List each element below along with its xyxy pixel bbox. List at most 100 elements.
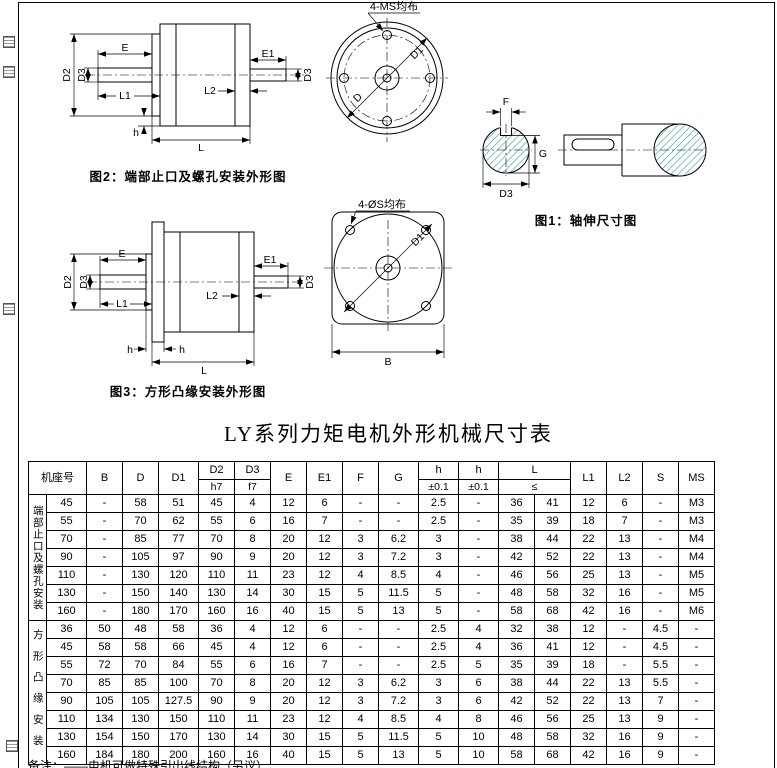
dimension-cell: 42 [570, 602, 607, 621]
dimension-cell: - [678, 674, 715, 693]
dimension-cell: 7 [606, 512, 643, 531]
dimension-cell: 14 [234, 728, 271, 747]
dimension-cell: - [678, 656, 715, 675]
dimension-cell: M5 [678, 584, 715, 603]
figure2-side-view-drawing: D2 D3 E L1 L2 h L E1 D3 [61, 23, 314, 154]
column-header: E [270, 461, 307, 495]
dimension-cell: 12 [270, 620, 307, 639]
dimension-cell: 30 [270, 584, 307, 603]
dimension-cell: 5 [458, 656, 499, 675]
dimension-cell: 15 [306, 728, 343, 747]
dimension-cell: M3 [678, 494, 715, 513]
dimension-cell: - [606, 638, 643, 657]
dimension-cell: - [642, 530, 679, 549]
dimension-cell: 2.5 [418, 494, 459, 513]
dim-label-E1: E1 [262, 48, 275, 60]
figure2-front-view-drawing: 4-MS均布 D1 D [326, 0, 448, 142]
dimension-cell: 23 [270, 710, 307, 729]
dimension-cell: 3 [418, 692, 459, 711]
dimension-cell: 39 [534, 656, 571, 675]
dim-label-h: h [127, 344, 133, 356]
frame-size-cell: 110 [46, 566, 87, 585]
dimension-cell: 40 [270, 602, 307, 621]
dimension-cell: 39 [534, 512, 571, 531]
dim-label-D2: D2 [61, 68, 73, 82]
frame-size-cell: 36 [46, 620, 87, 639]
dimension-cell: 11.5 [378, 584, 419, 603]
column-header: 机座号 [28, 461, 87, 495]
dimension-cell: 42 [570, 746, 607, 765]
dimension-cell: 3 [418, 674, 459, 693]
dimension-cell: 85 [122, 530, 159, 549]
dimension-cell: 51 [158, 494, 199, 513]
dimension-cell: 22 [570, 692, 607, 711]
column-header: h [458, 461, 499, 480]
dim-label-L1: L1 [119, 90, 131, 102]
dimension-cell: 16 [606, 746, 643, 765]
dim-label-F: F [503, 96, 509, 108]
dimension-cell: 56 [534, 710, 571, 729]
dimension-cell: - [678, 620, 715, 639]
embed-marker-icon [3, 36, 15, 48]
column-header: D3 [234, 461, 271, 480]
dimension-cell: 22 [570, 530, 607, 549]
dimension-cell: - [86, 602, 123, 621]
dimension-cell: - [378, 512, 419, 531]
column-header: E1 [306, 461, 343, 495]
dim-label-D3: D3 [302, 68, 314, 82]
column-header: ±0.1 [418, 479, 459, 495]
dim-label-D3: D3 [78, 275, 90, 289]
dimension-cell: 160 [198, 602, 235, 621]
dimension-cell: 9 [642, 710, 679, 729]
dimension-cell: 5.5 [642, 656, 679, 675]
dimension-cell: 3 [342, 692, 379, 711]
dimension-cell: 130 [122, 566, 159, 585]
dimension-cell: 13 [606, 566, 643, 585]
dimension-cell: 56 [534, 566, 571, 585]
dimension-cell: 150 [122, 584, 159, 603]
dimension-cell: 12 [306, 548, 343, 567]
dimension-cell: 15 [306, 746, 343, 765]
dimension-cell: - [86, 566, 123, 585]
dimension-cell: 85 [86, 674, 123, 693]
dimension-cell: 4 [418, 566, 459, 585]
frame-size-cell: 45 [46, 494, 87, 513]
dimension-cell: - [458, 494, 499, 513]
frame-size-cell: 130 [46, 584, 87, 603]
dimension-cell: - [642, 602, 679, 621]
dimension-cell: - [642, 566, 679, 585]
dimension-cell: 68 [534, 602, 571, 621]
dimension-cell: 12 [306, 674, 343, 693]
dimension-cell: 22 [570, 674, 607, 693]
dimension-cell: 4 [418, 710, 459, 729]
dimension-cell: 6.2 [378, 530, 419, 549]
dimension-cell: 170 [158, 602, 199, 621]
dimension-cell: 12 [270, 494, 307, 513]
dimension-cell: 25 [570, 566, 607, 585]
dimension-cell: 130 [198, 584, 235, 603]
dimension-cell: 58 [534, 728, 571, 747]
dimension-cell: 58 [498, 746, 535, 765]
dimension-cell: 7 [306, 656, 343, 675]
dimension-cell: 20 [270, 548, 307, 567]
mounting-group-label: 端部止口及螺孔安装 [28, 494, 47, 621]
dimension-cell: 38 [498, 530, 535, 549]
dimension-cell: 45 [198, 638, 235, 657]
dim-label-h: h [133, 127, 139, 139]
dimension-cell: 12 [306, 710, 343, 729]
column-header: ±0.1 [458, 479, 499, 495]
dimension-cell: 40 [270, 746, 307, 765]
dimension-cell: 127.5 [158, 692, 199, 711]
dimension-cell: 13 [606, 530, 643, 549]
dimension-cell: - [378, 638, 419, 657]
dimension-cell: M5 [678, 566, 715, 585]
dimension-cell: 8 [458, 710, 499, 729]
dimension-cell: - [678, 710, 715, 729]
dimension-cell: 5 [342, 602, 379, 621]
